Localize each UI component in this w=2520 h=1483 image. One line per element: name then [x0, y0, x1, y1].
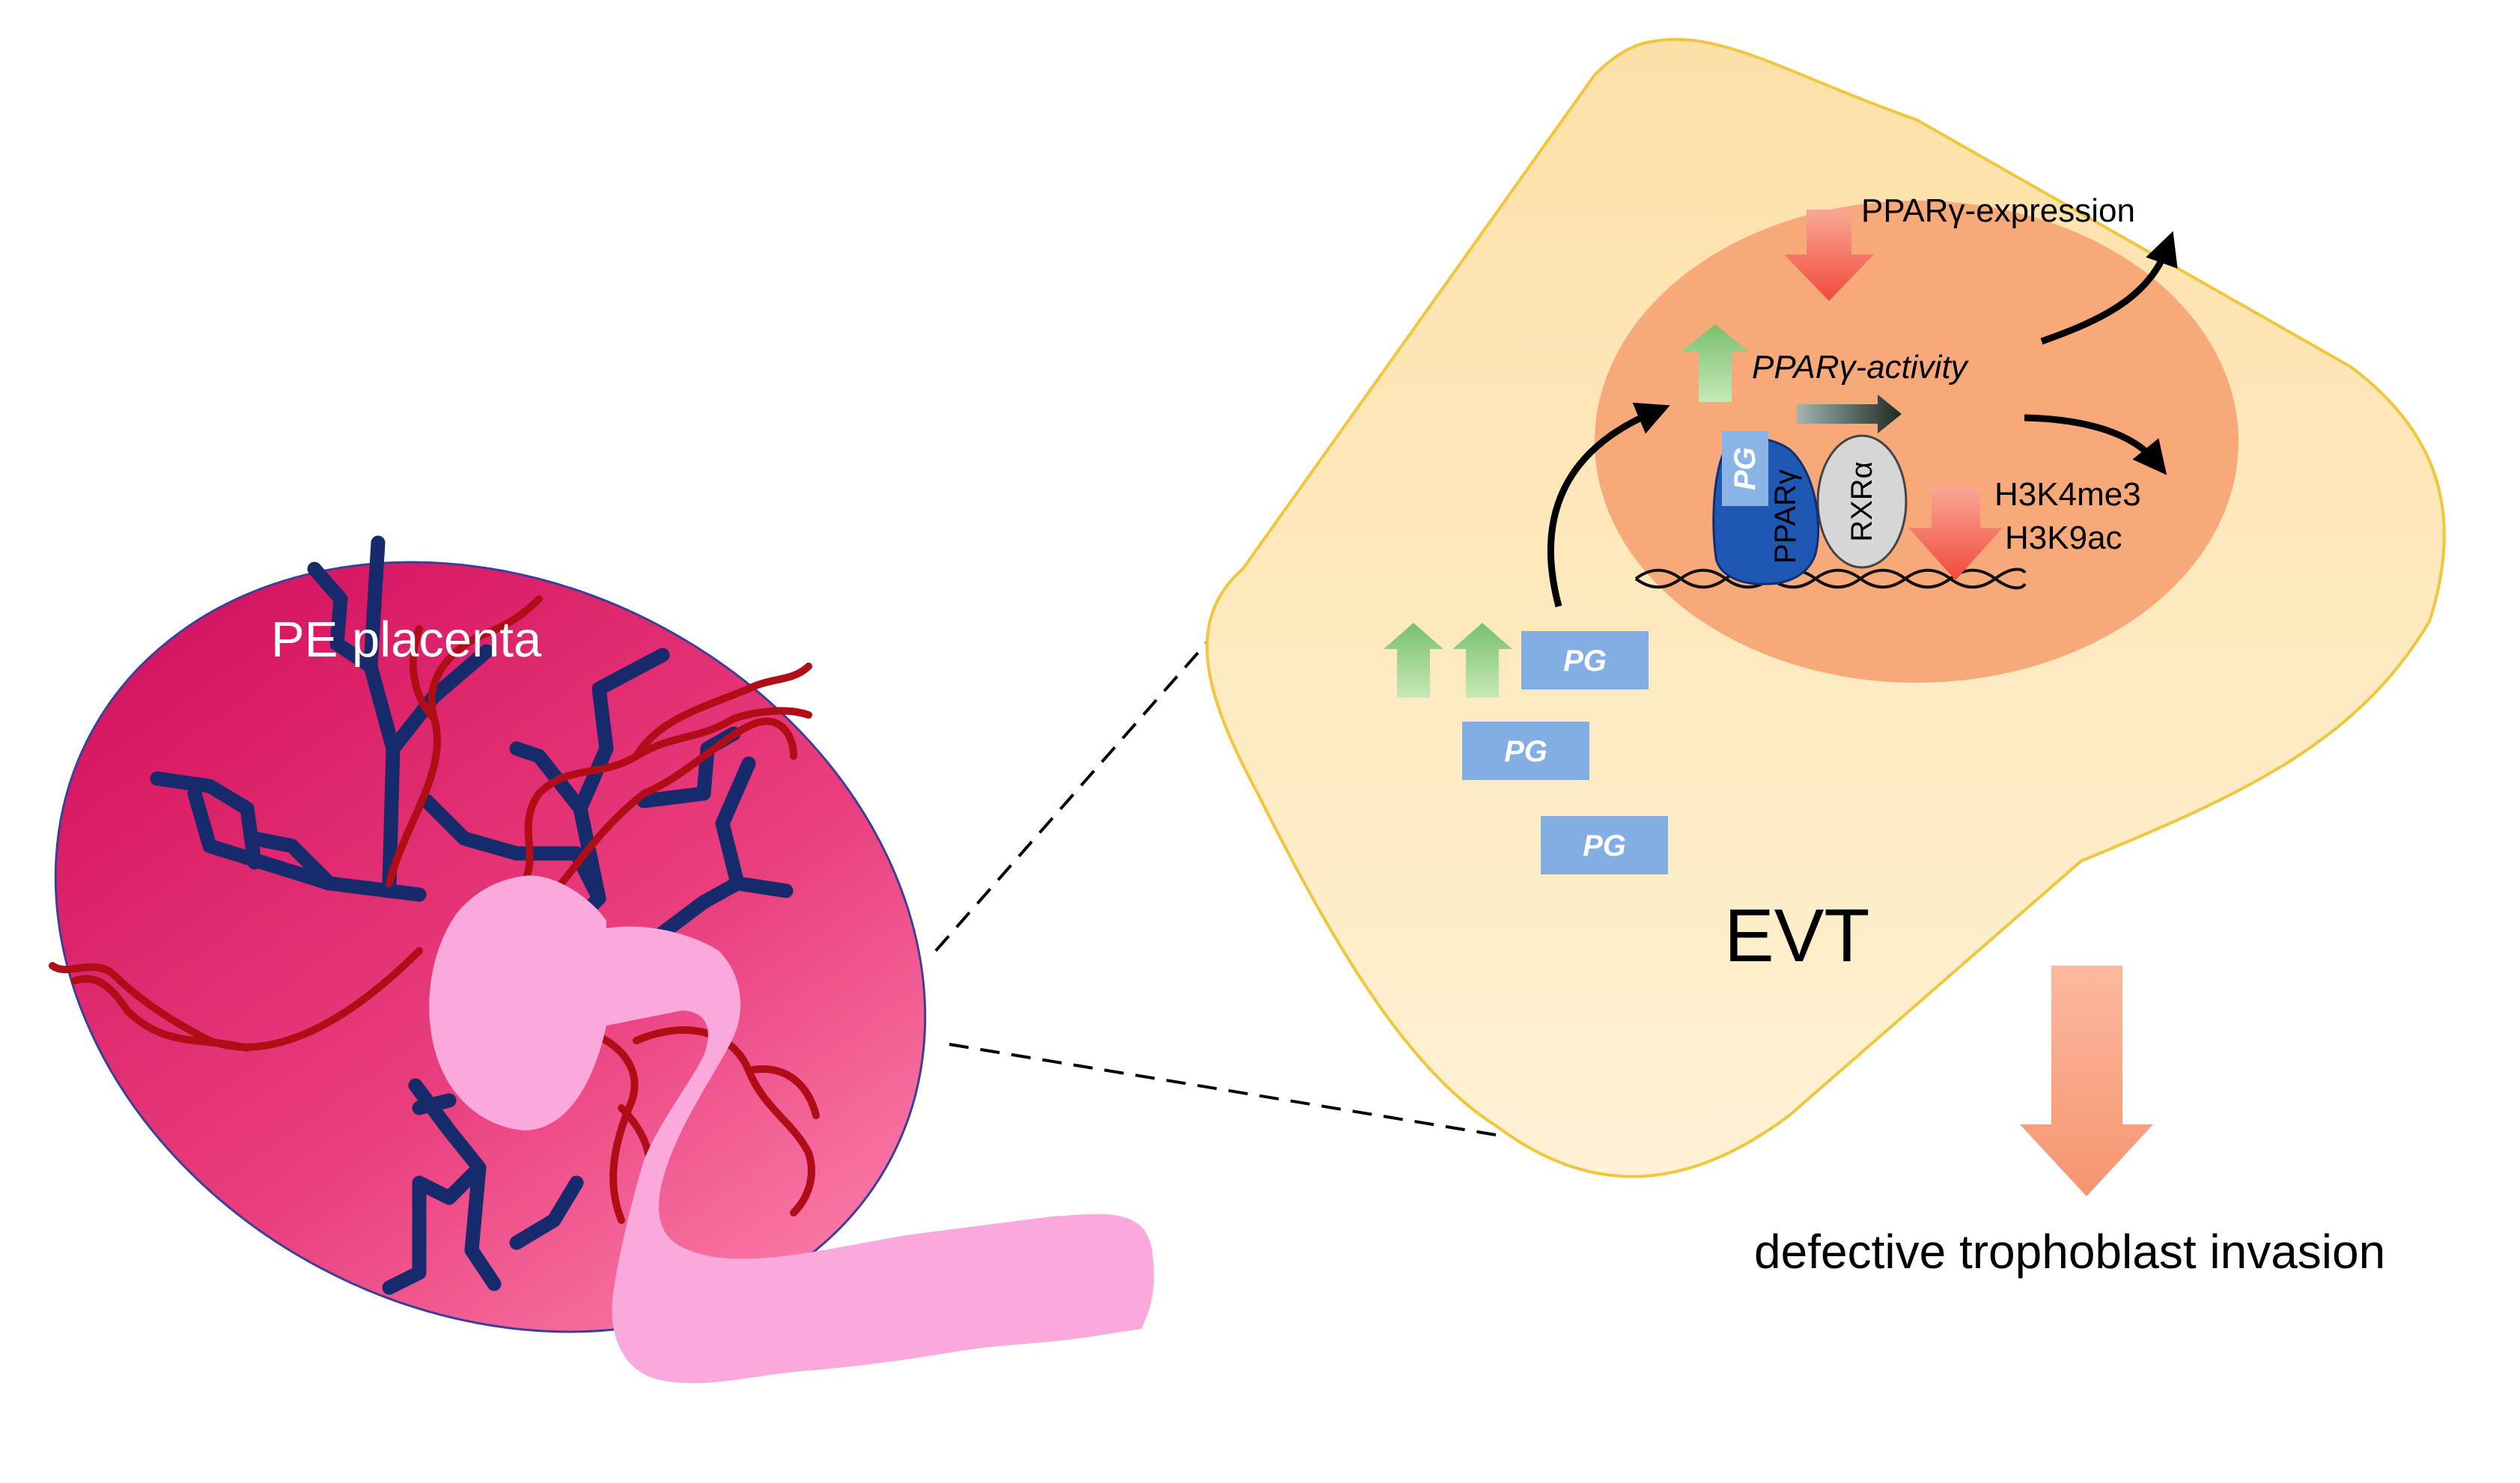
up-arrow-icon — [1384, 623, 1443, 698]
expression-label: PPARγ-expression — [1861, 192, 2135, 229]
outcome-down-arrow-icon — [2020, 966, 2153, 1196]
histone-output-arrow — [2024, 414, 2167, 475]
ppar-gamma: PPARγ PG — [1712, 431, 1820, 585]
pg-molecule: PG — [1541, 816, 1668, 874]
expression-down-arrow-icon — [1784, 210, 1874, 301]
bound-pg-label: PG — [1729, 447, 1762, 490]
placenta: PE placenta — [49, 535, 1154, 1383]
pg-molecule: PG — [1521, 631, 1649, 689]
zoom-lines — [934, 639, 1506, 1138]
nucleus — [1595, 201, 2239, 683]
pg-entry-arrow — [1547, 402, 1670, 608]
rxr-label: RXRα — [1845, 461, 1878, 542]
pg-box — [1462, 722, 1589, 780]
expression-output-arrow — [2040, 231, 2178, 345]
pg-label: PG — [1504, 735, 1547, 768]
dna-helix — [1634, 567, 2027, 590]
umbilical-cord — [429, 875, 1154, 1383]
pg-box — [1521, 631, 1649, 689]
placental-arteries — [49, 595, 820, 1224]
bound-pg-box — [1722, 431, 1768, 506]
pg-molecule: PG — [1462, 722, 1589, 780]
pg-label: PG — [1563, 645, 1607, 677]
outcome-label: defective trophoblast invasion — [1754, 1225, 2385, 1279]
histone-down-arrow-icon — [1908, 487, 2003, 580]
placenta-label: PE placenta — [271, 612, 542, 668]
evt-label: EVT — [1724, 894, 1869, 978]
zoom-line-top — [934, 639, 1211, 952]
pg-box — [1541, 816, 1668, 874]
activity-up-arrow-icon — [1681, 324, 1749, 402]
histone-mark-1: H3K4me3 — [1994, 476, 2141, 513]
rxr-shape — [1816, 434, 1908, 569]
rxr-alpha: RXRα — [1816, 434, 1908, 569]
pg-up-arrows — [1384, 623, 1512, 698]
histone-mark-2: H3K9ac — [2005, 520, 2122, 556]
pg-label: PG — [1583, 829, 1626, 862]
ppar-label: PPARγ — [1769, 469, 1802, 564]
activity-label: PPARγ-activity — [1752, 349, 1970, 386]
up-arrow-icon — [1452, 623, 1512, 698]
transcription-arrow — [1797, 395, 1902, 433]
